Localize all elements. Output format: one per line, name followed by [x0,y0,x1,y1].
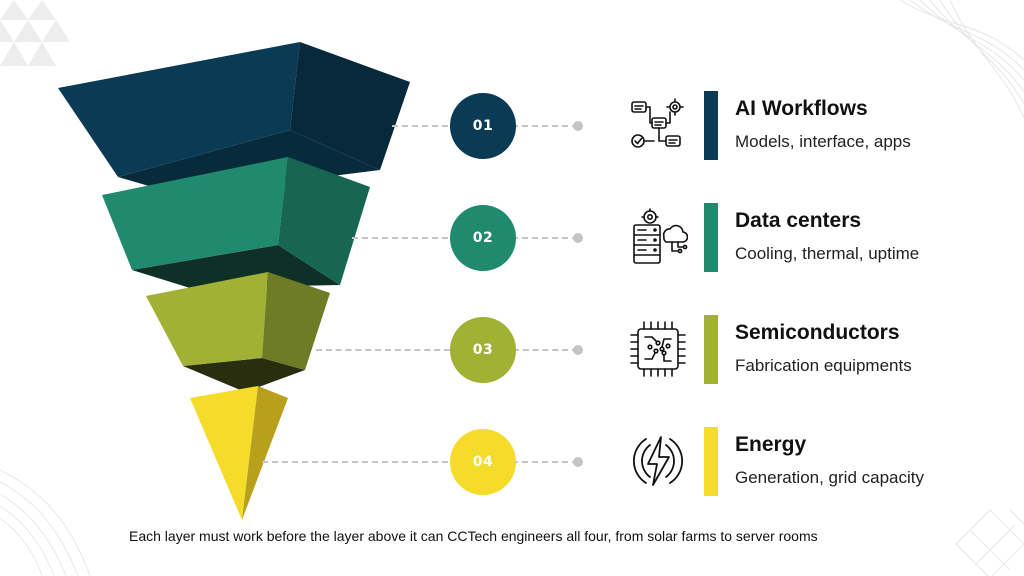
workflow-icon [631,98,684,148]
layer-subtitle-1: Models, interface, apps [735,132,911,151]
accent-bar-1 [704,91,718,160]
accent-bar-3 [704,315,718,384]
connector-dot-2 [573,233,583,243]
funnel-layer-3-front [146,272,268,366]
funnel-layer-4 [190,386,288,520]
step-number-1: 01 [450,93,516,159]
funnel-layer-1-side [290,42,410,170]
layer-subtitle-2: Cooling, thermal, uptime [735,244,920,263]
connector-line-4 [262,461,578,463]
chip-icon [630,321,686,377]
accent-bar-2 [704,203,718,272]
layer-title-3: Semiconductors [735,321,900,344]
connector-dot-4 [573,457,583,467]
step-number-2: 02 [450,205,516,271]
layer-title-4: Energy [735,433,807,456]
funnel-layer-2 [102,157,370,288]
funnel-layer-2-bottom [132,245,340,288]
step-number-4: 04 [450,429,516,495]
footer-caption: Each layer must work before the layer ab… [129,528,818,544]
funnel-layer-3-bottom [183,358,305,392]
layer-subtitle-3: Fabrication equipments [735,356,912,375]
step-number-3: 03 [450,317,516,383]
funnel-layer-3 [146,272,330,392]
server-cloud-icon [633,208,688,264]
connector-line-3 [316,349,578,351]
funnel-layer-2-side [278,157,370,285]
funnel-layer-4-side [242,386,288,520]
funnel-layer-3-side [262,272,330,370]
funnel-layer-1-front [58,42,300,177]
connector-dot-1 [573,121,583,131]
layer-title-2: Data centers [735,209,862,232]
connector-dot-3 [573,345,583,355]
accent-bar-4 [704,427,718,496]
layer-subtitle-4: Generation, grid capacity [735,468,924,487]
funnel-layer-2-front [102,157,288,270]
layer-title-1: AI Workflows [735,97,868,120]
funnel-layer-4-front [190,386,258,520]
lightning-icon [633,436,683,486]
